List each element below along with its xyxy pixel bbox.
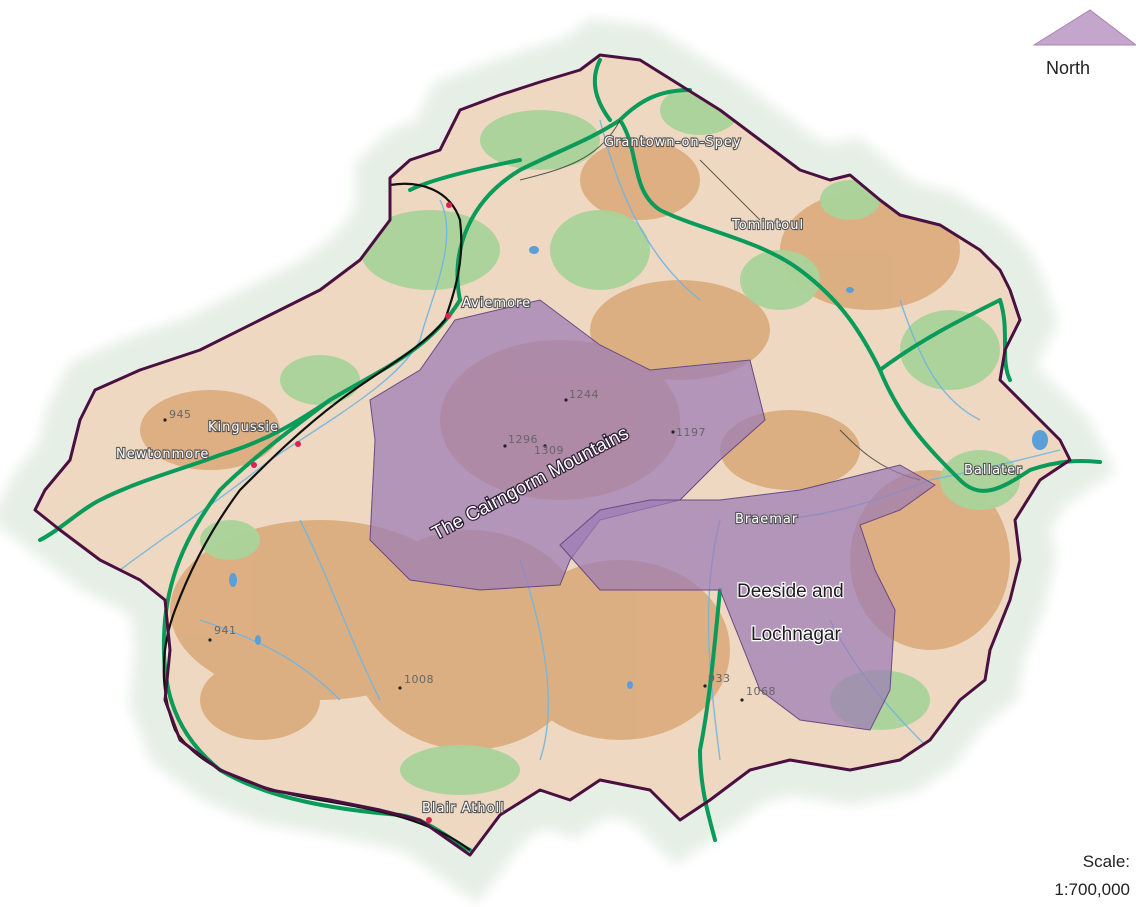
scale-caption: Scale: — [1082, 852, 1130, 871]
park-boundary — [33, 53, 1072, 857]
label-ballater: Ballater — [964, 463, 1023, 478]
label-deeside-line2: Lochnagar — [751, 624, 841, 645]
label-tomintoul: Tomintoul — [731, 218, 804, 233]
peak-label: 1296 — [508, 433, 538, 446]
peak-label: 941 — [214, 624, 237, 637]
town-markers — [251, 202, 452, 823]
peak-label: 1309 — [534, 444, 564, 457]
region-deeside-lochnagar[interactable] — [559, 464, 936, 731]
label-deeside-line1: Deeside and — [737, 581, 844, 602]
peak-markers — [163, 398, 744, 702]
scale-value: 1:700,000 — [1054, 880, 1130, 899]
north-label: North — [1046, 58, 1091, 78]
peak-label: 1068 — [746, 685, 776, 698]
roads-layer — [38, 58, 1102, 852]
label-blair-atholl: Blair Atholl — [422, 801, 505, 816]
label-braemar: Braemar — [735, 512, 798, 527]
scale-readout: Scale: 1:700,000 — [1054, 848, 1130, 904]
peak-label: 933 — [708, 672, 731, 685]
label-grantown-on-spey: Grantown-on-Spey — [604, 135, 742, 150]
peak-label: 1244 — [569, 388, 599, 401]
label-newtonmore: Newtonmore — [116, 447, 209, 462]
label-aviemore: Aviemore — [462, 296, 531, 311]
peak-label: 1197 — [676, 426, 706, 439]
peak-label: 945 — [169, 408, 192, 421]
label-kingussie: Kingussie — [208, 420, 279, 435]
peak-label: 1008 — [404, 673, 434, 686]
north-arrow-icon — [1032, 9, 1136, 46]
